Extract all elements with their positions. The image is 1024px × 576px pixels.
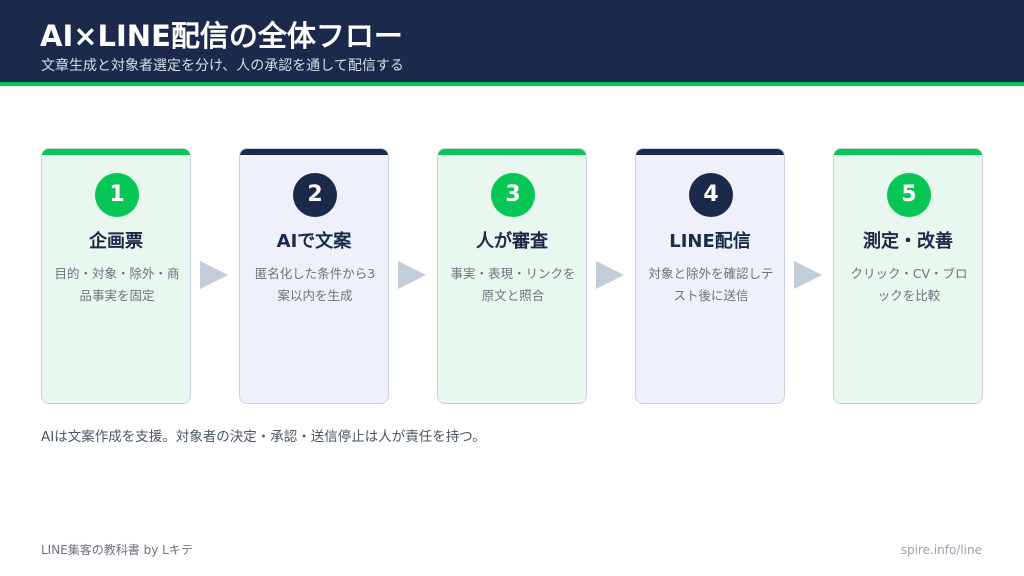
step-top-bar xyxy=(438,149,586,155)
step-number-badge: 1 xyxy=(95,173,139,217)
step-description: 匿名化した条件から3案以内を生成 xyxy=(254,266,376,303)
step-title: 人が審査 xyxy=(476,231,548,252)
step-title: AIで文案 xyxy=(276,231,352,252)
footer-url: spire.info/line xyxy=(900,543,982,557)
step-number-badge: 2 xyxy=(293,173,337,217)
step-number-badge: 5 xyxy=(887,173,931,217)
header-accent-line xyxy=(0,82,1024,86)
step-description: 目的・対象・除外・商品事実を固定 xyxy=(54,266,180,303)
step-top-bar xyxy=(42,149,190,155)
step-number-badge: 3 xyxy=(491,173,535,217)
flow-step-5: 5 測定・改善 クリック・CV・ブロックを比較 xyxy=(833,148,983,404)
page-subtitle: 文章生成と対象者選定を分け、人の承認を通して配信する xyxy=(41,58,404,74)
step-title: LINE配信 xyxy=(669,231,751,252)
flow-arrow-3 xyxy=(596,261,624,289)
step-number-badge: 4 xyxy=(689,173,733,217)
header-bar: AI×LINE配信の全体フロー 文章生成と対象者選定を分け、人の承認を通して配信… xyxy=(0,0,1024,82)
flow-arrow-4 xyxy=(794,261,822,289)
page-title: AI×LINE配信の全体フロー xyxy=(40,19,403,53)
flow-step-4: 4 LINE配信 対象と除外を確認しテスト後に送信 xyxy=(635,148,785,404)
flow-step-3: 3 人が審査 事実・表現・リンクを原文と照合 xyxy=(437,148,587,404)
flow-arrow-1 xyxy=(200,261,228,289)
step-top-bar xyxy=(240,149,388,155)
step-title: 測定・改善 xyxy=(863,231,953,252)
step-description: 事実・表現・リンクを原文と照合 xyxy=(450,266,576,303)
footer-credit: LINE集客の教科書 by Lキテ xyxy=(41,543,193,557)
flow-arrow-2 xyxy=(398,261,426,289)
flow-step-1: 1 企画票 目的・対象・除外・商品事実を固定 xyxy=(41,148,191,404)
step-title: 企画票 xyxy=(89,231,143,252)
responsibility-note: AIは文案作成を支援。対象者の決定・承認・送信停止は人が責任を持つ。 xyxy=(41,429,486,445)
step-top-bar xyxy=(636,149,784,155)
step-top-bar xyxy=(834,149,982,155)
step-description: クリック・CV・ブロックを比較 xyxy=(850,266,968,303)
flow-step-2: 2 AIで文案 匿名化した条件から3案以内を生成 xyxy=(239,148,389,404)
step-description: 対象と除外を確認しテスト後に送信 xyxy=(648,266,774,303)
